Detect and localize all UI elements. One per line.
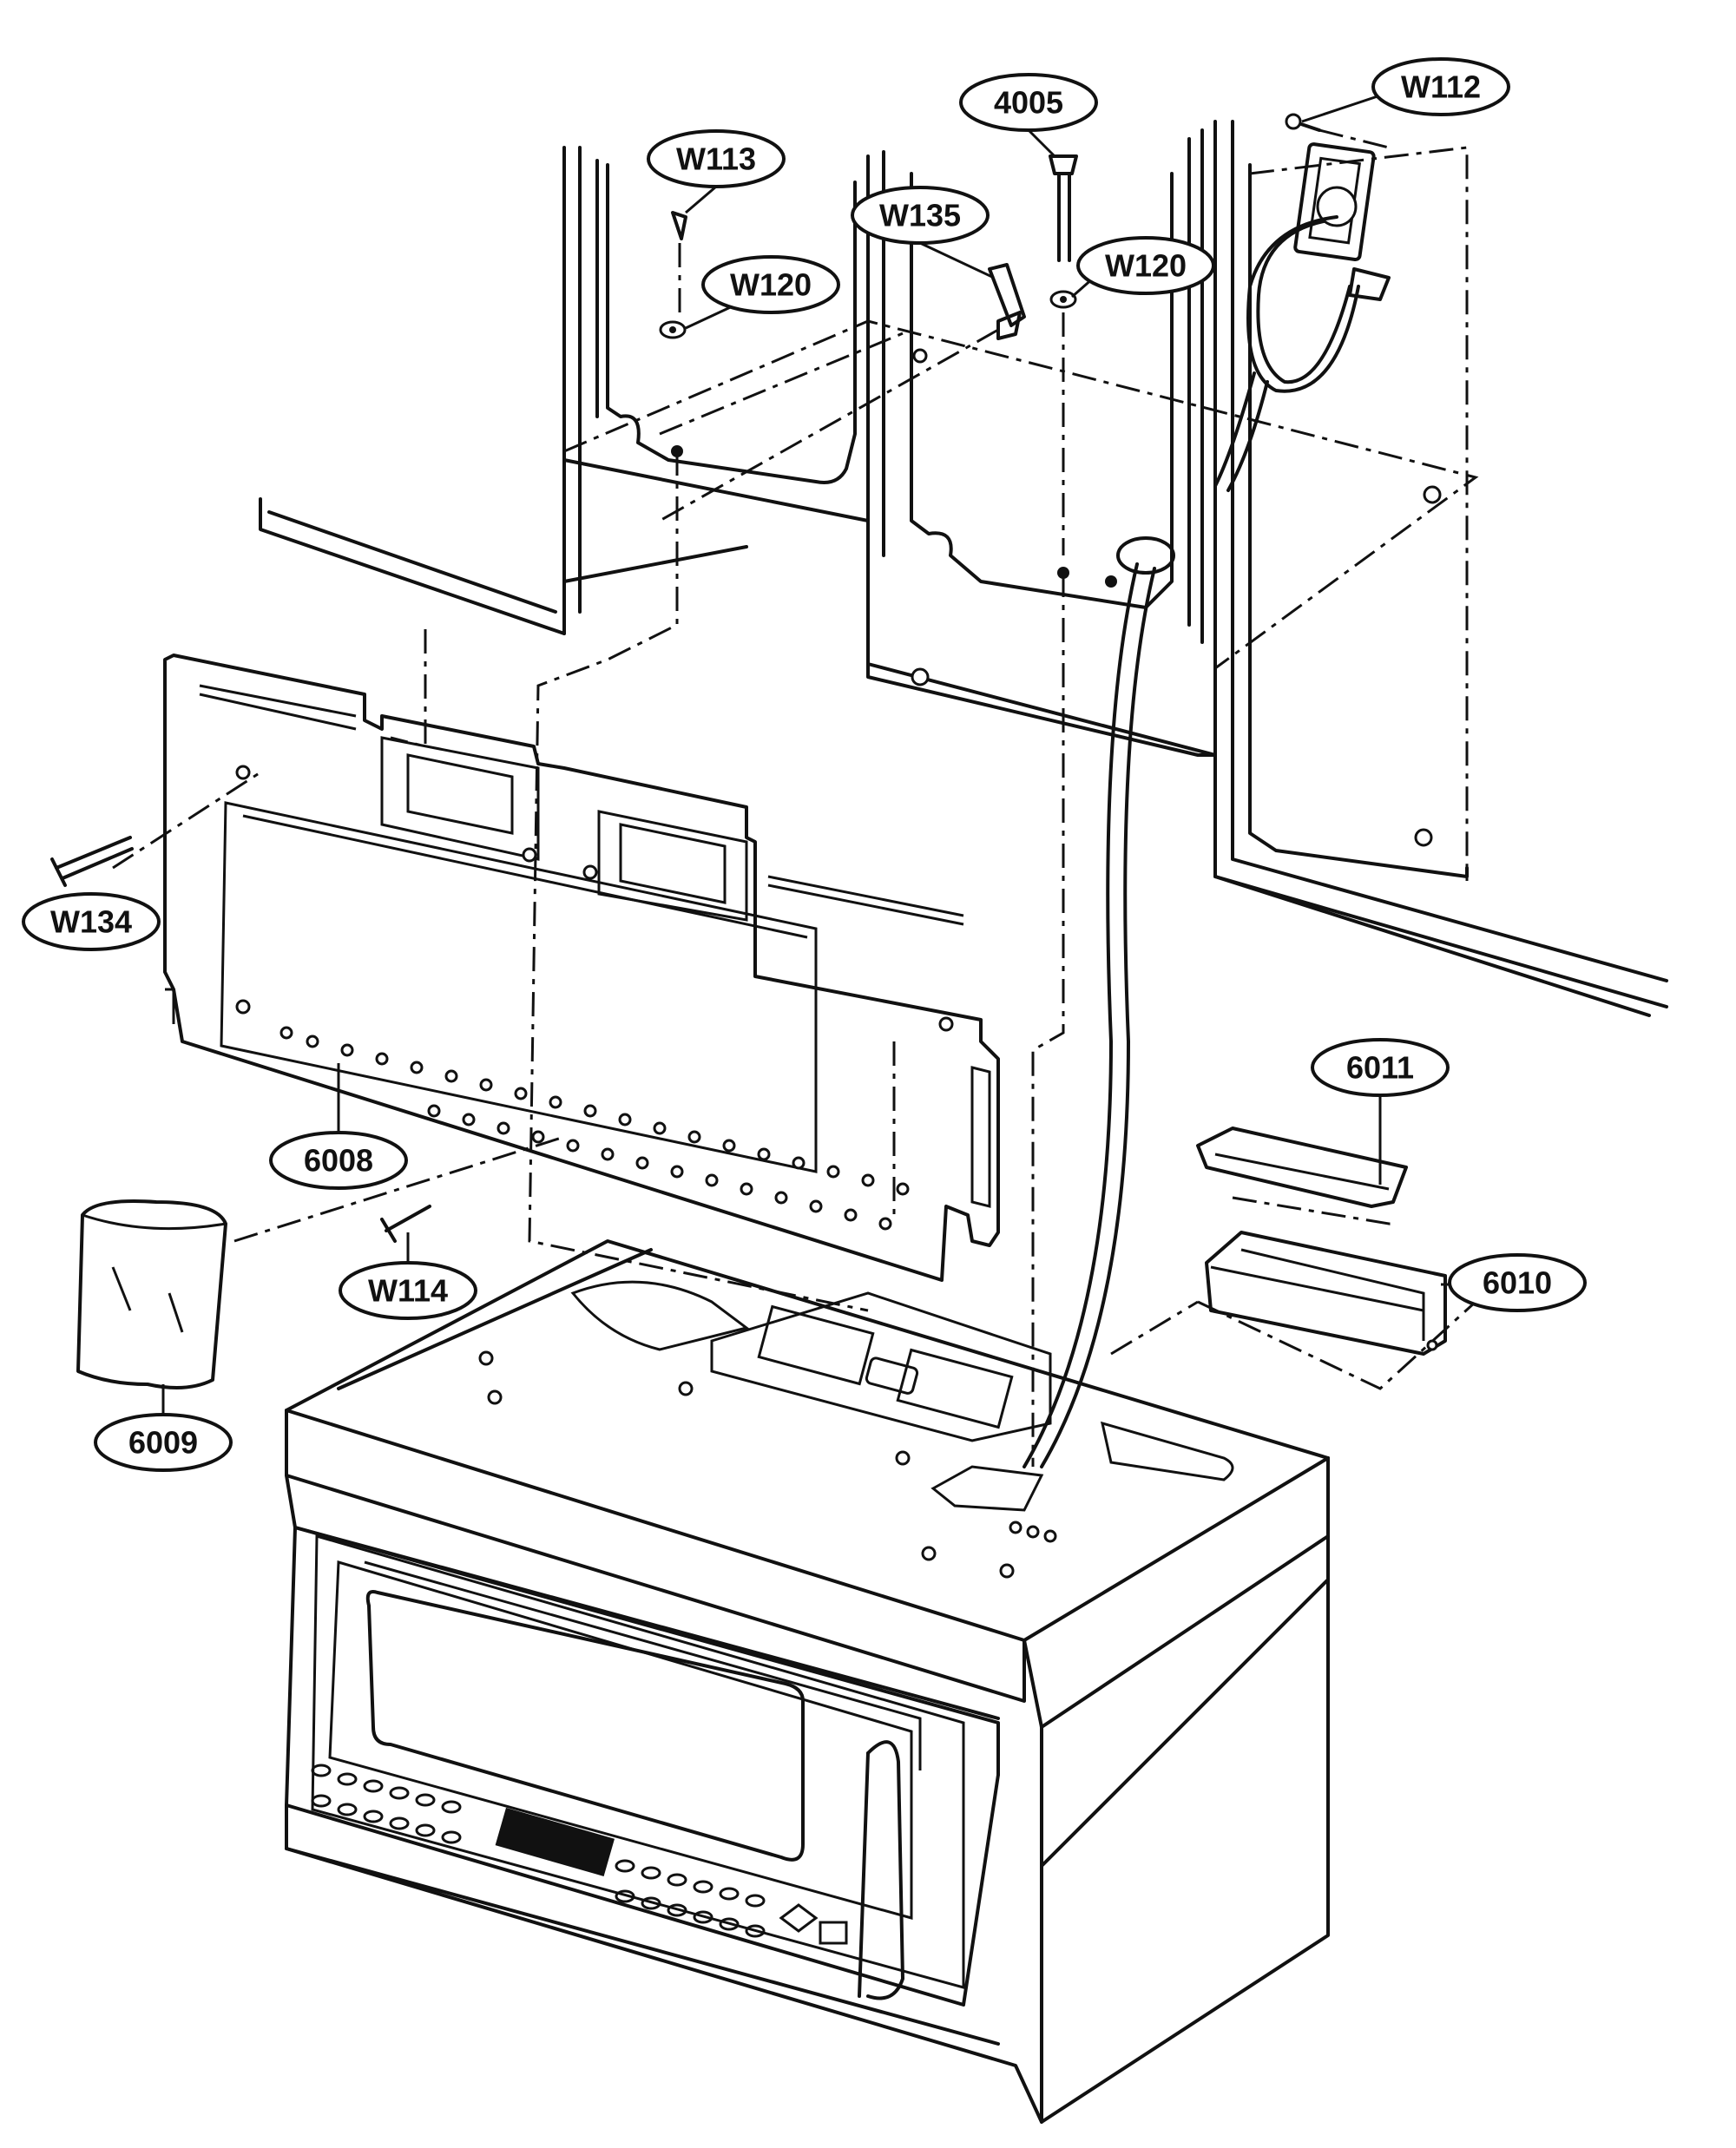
callout-6008: 6008: [269, 1063, 408, 1190]
screw-w112: [1285, 113, 1391, 152]
callout-W120-left: W120: [685, 255, 840, 330]
callout-label: W135: [879, 198, 961, 233]
callout-W134: W134: [22, 892, 161, 951]
screw-w114: [380, 1205, 431, 1243]
callout-W113: W113: [647, 129, 786, 214]
bag-6009: [76, 1199, 227, 1389]
screw-w134: [50, 836, 134, 887]
callout-W120-right: W120: [1071, 236, 1215, 299]
microwave-oven: [285, 1239, 1330, 2124]
callout-label: W120: [1105, 248, 1187, 284]
callout-label: 6009: [128, 1425, 198, 1461]
callout-label: 4005: [994, 85, 1063, 121]
callout-W135: W135: [851, 186, 995, 279]
mounting-plate: [163, 654, 1000, 1282]
upper-cabinets: [259, 120, 1668, 1468]
bolt-4005: [1049, 154, 1078, 262]
callout-label: W113: [676, 141, 756, 177]
control-buttons: [311, 1764, 848, 1945]
plate-holes: [235, 765, 954, 1231]
callout-4005: 4005: [959, 73, 1098, 158]
cover-6011: [1196, 1127, 1408, 1208]
callout-W112: W112: [1301, 57, 1510, 123]
callout-6011: 6011: [1311, 1038, 1450, 1185]
callout-label: 6010: [1483, 1265, 1552, 1301]
clip-w135: [659, 263, 1026, 522]
screw-w113: [671, 211, 687, 317]
callout-label: W120: [730, 267, 812, 303]
callout-label: W112: [1401, 69, 1481, 105]
callout-6009: 6009: [94, 1384, 233, 1472]
callout-label: 6011: [1346, 1050, 1414, 1086]
box-6010: [1205, 1231, 1447, 1356]
callout-label: W114: [368, 1273, 448, 1309]
callout-W114: W114: [339, 1232, 477, 1320]
callout-label: W134: [50, 904, 132, 940]
callout-6010: 6010: [1441, 1253, 1587, 1312]
callout-label: 6008: [304, 1143, 373, 1179]
